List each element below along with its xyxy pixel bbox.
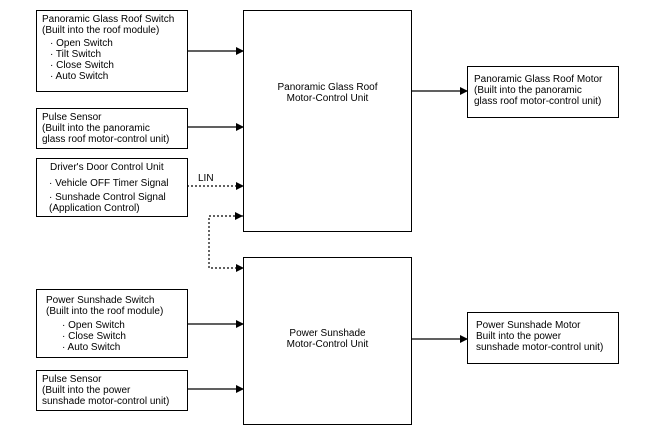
glass-roof-mcu-box: Panoramic Glass Roof Motor-Control Unit xyxy=(243,10,412,232)
pulse-sensor-sunshade-note: (Built into the power sunshade motor-con… xyxy=(42,385,170,407)
glass-roof-switch-title: Panoramic Glass Roof Switch xyxy=(42,14,175,25)
pulse-sensor-roof-title: Pulse Sensor xyxy=(42,112,102,123)
arrowhead-roof-mcu xyxy=(235,212,243,220)
glass-roof-switch-item: · Tilt Switch xyxy=(50,49,102,60)
sunshade-motor-title: Power Sunshade Motor xyxy=(476,320,581,331)
glass-roof-motor-box: Panoramic Glass Roof Motor (Built into t… xyxy=(467,66,619,118)
sunshade-switch-title: Power Sunshade Switch xyxy=(46,295,155,306)
sunshade-mcu-title: Power Sunshade Motor-Control Unit xyxy=(286,328,369,350)
pulse-sensor-sunshade-box: Pulse Sensor (Built into the power sunsh… xyxy=(36,370,188,411)
glass-roof-motor-title: Panoramic Glass Roof Motor xyxy=(474,74,603,85)
glass-roof-switch-item: · Open Switch xyxy=(50,38,113,49)
driver-door-unit-item: · Sunshade Control Signal (Application C… xyxy=(49,192,166,214)
driver-door-unit-item: · Vehicle OFF Timer Signal xyxy=(49,178,169,189)
sunshade-motor-box: Power Sunshade Motor Built into the powe… xyxy=(467,312,619,364)
sunshade-motor-note: Built into the power sunshade motor-cont… xyxy=(476,331,604,353)
pulse-sensor-roof-box: Pulse Sensor (Built into the panoramic g… xyxy=(36,108,188,149)
sunshade-switch-note: (Built into the roof module) xyxy=(46,306,164,317)
glass-roof-switch-item: · Close Switch xyxy=(50,60,114,71)
glass-roof-switch-note: (Built into the roof module) xyxy=(42,25,160,36)
glass-roof-motor-note: (Built into the panoramic glass roof mot… xyxy=(474,85,602,107)
sunshade-switch-item: · Auto Switch xyxy=(62,342,121,353)
dotted-link-roof-sunshade xyxy=(208,215,244,272)
driver-door-unit-box: Driver's Door Control Unit · Vehicle OFF… xyxy=(36,158,188,217)
lin-label: LIN xyxy=(198,173,214,184)
driver-door-unit-title: Driver's Door Control Unit xyxy=(50,162,164,173)
sunshade-switch-box: Power Sunshade Switch (Built into the ro… xyxy=(36,289,188,358)
sunshade-switch-item: · Close Switch xyxy=(62,331,126,342)
glass-roof-mcu-title: Panoramic Glass Roof Motor-Control Unit xyxy=(277,82,378,104)
sunshade-switch-item: · Open Switch xyxy=(62,320,125,331)
sunshade-mcu-box: Power Sunshade Motor-Control Unit xyxy=(243,257,412,425)
glass-roof-switch-item: · Auto Switch xyxy=(50,71,109,82)
pulse-sensor-sunshade-title: Pulse Sensor xyxy=(42,374,102,385)
glass-roof-switch-box: Panoramic Glass Roof Switch (Built into … xyxy=(36,10,188,92)
pulse-sensor-roof-note: (Built into the panoramic glass roof mot… xyxy=(42,123,170,145)
